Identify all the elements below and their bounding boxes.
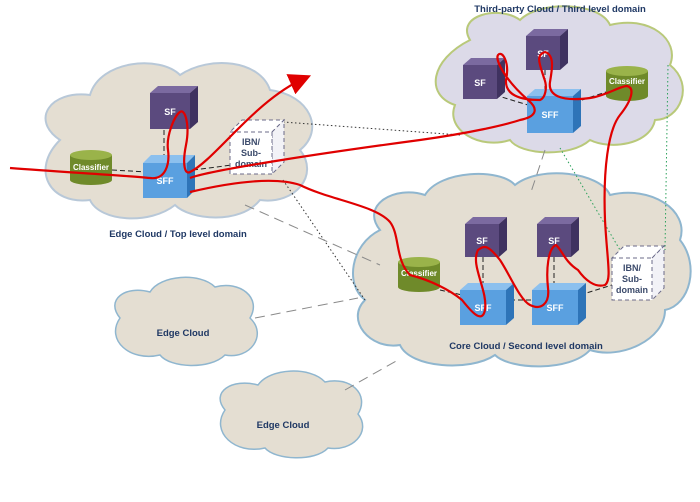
link-sff-ibn [192, 164, 233, 171]
third-cloud-label: Third-party Cloud / Third level domain [474, 4, 646, 15]
sf-label: SF [164, 107, 176, 117]
sf-label: SF [476, 236, 488, 246]
path-inter-domain [189, 50, 633, 318]
ibn-line2: Sub- [241, 148, 261, 158]
third-sf-2: SF [526, 29, 568, 70]
edge-cloud-2 [219, 370, 364, 459]
green-dotted-link-2 [664, 64, 669, 251]
ibn-line3: domain [616, 285, 648, 295]
core-cloud-label: Core Cloud / Second level domain [449, 341, 603, 352]
dotted-link-ibn-third [282, 121, 461, 136]
core-sff-2: SFF [532, 283, 586, 325]
edge-cloud-1 [114, 276, 259, 367]
sf-label: SF [537, 49, 549, 59]
edge-top-cloud-label: Edge Cloud / Top level domain [109, 229, 247, 240]
edge-cloud-1-label: Edge Cloud [157, 328, 210, 339]
ibn-line1: IBN/ [242, 137, 260, 147]
dashed-link-core-third [529, 149, 546, 196]
connectors [111, 64, 669, 391]
sf-label: SF [548, 236, 560, 246]
core-sf-1: SF [465, 217, 507, 257]
sff-label: SFF [542, 110, 560, 120]
core-classifier: Classifier [398, 257, 440, 292]
classifier-label: Classifier [401, 269, 437, 278]
core-ibn: IBN/ Sub- domain [610, 244, 666, 302]
link-classifier-sff [111, 169, 149, 173]
third-classifier: Classifier [606, 66, 648, 101]
service-function-path [9, 50, 633, 318]
third-party-cloud [434, 5, 684, 154]
ibn-line1: IBN/ [623, 263, 641, 273]
edge-top-cloud [44, 62, 314, 220]
core-sf-2: SF [537, 217, 579, 257]
classifier-label: Classifier [73, 163, 109, 172]
edge-cloud-2-label: Edge Cloud [257, 420, 310, 431]
edge-top-classifier: Classifier [70, 150, 112, 185]
classifier-label: Classifier [609, 77, 645, 86]
link-core-sff2-ibn [579, 284, 613, 296]
dashed-link-edge-core [244, 204, 381, 266]
sf-label: SF [474, 78, 486, 88]
sff-label: SFF [157, 176, 175, 186]
path-edge-loop [9, 74, 312, 180]
sff-label: SFF [475, 303, 493, 313]
third-sf-1: SF [463, 58, 505, 99]
sff-label: SFF [547, 303, 565, 313]
core-sff-1: SFF [460, 283, 514, 325]
ibn-line2: Sub- [622, 274, 642, 284]
dashed-link-edge1-core [254, 297, 359, 319]
dashed-link-edge2-core [344, 359, 399, 391]
link-third-sf1-sff [494, 94, 529, 106]
